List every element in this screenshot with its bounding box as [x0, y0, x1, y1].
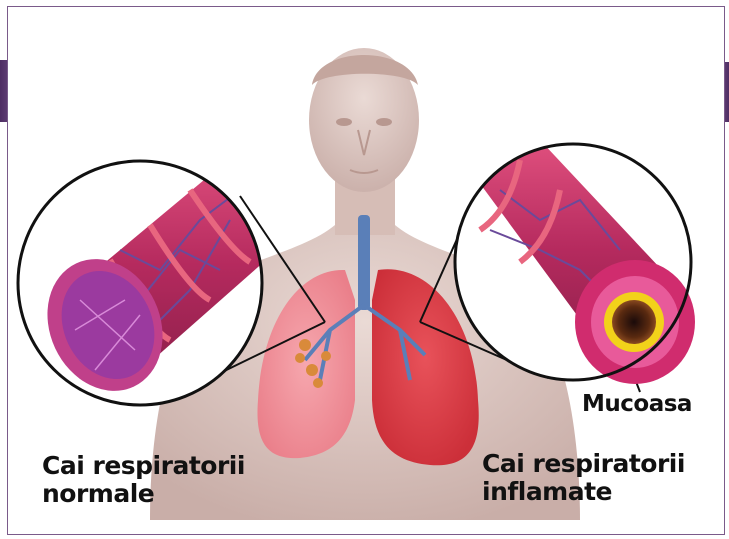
trachea: [358, 215, 370, 310]
label-normal-line1: Cai respiratorii: [42, 452, 245, 480]
label-mucosa: Mucoasa: [582, 392, 692, 418]
label-inflamed-airways: Cai respiratorii inflamate: [482, 450, 685, 506]
inflamed-airway-lumen: [612, 300, 656, 344]
label-normal-line2: normale: [42, 480, 245, 508]
label-inflamed-line1: Cai respiratorii: [482, 450, 685, 478]
inflamed-airway-magnifier: [455, 140, 695, 384]
label-inflamed-line2: inflamate: [482, 478, 685, 506]
label-normal-airways: Cai respiratorii normale: [42, 452, 245, 508]
